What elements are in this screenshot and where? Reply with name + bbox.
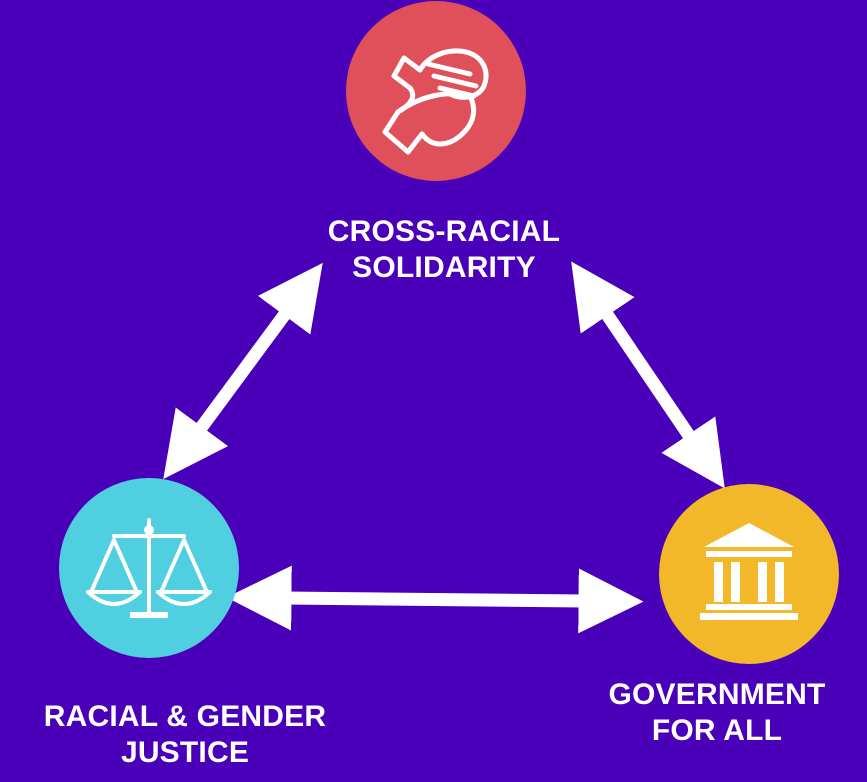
solidarity-circle <box>346 1 526 181</box>
node-government <box>659 484 839 664</box>
arrow-solidarity-government <box>571 261 725 489</box>
government-circle <box>659 484 839 664</box>
arrow-justice-government <box>226 565 644 634</box>
handshake-icon <box>382 48 489 155</box>
label-line: SOLIDARITY <box>352 251 536 284</box>
label-line: CROSS-RACIAL <box>327 215 561 248</box>
node-justice <box>59 478 239 658</box>
label-line: JUSTICE <box>120 736 250 769</box>
label-racial-gender-justice: RACIAL & GENDER JUSTICE <box>0 699 370 771</box>
label-cross-racial-solidarity: CROSS-RACIAL SOLIDARITY <box>284 214 604 286</box>
label-line: GOVERNMENT <box>608 678 826 711</box>
scales-icon <box>86 518 212 618</box>
arrow-solidarity-justice <box>163 262 323 480</box>
label-line: RACIAL & GENDER <box>43 700 327 733</box>
government-building-icon <box>700 523 798 620</box>
label-government-for-all: GOVERNMENT FOR ALL <box>567 677 867 749</box>
label-line: FOR ALL <box>651 714 783 747</box>
node-solidarity <box>346 1 526 181</box>
